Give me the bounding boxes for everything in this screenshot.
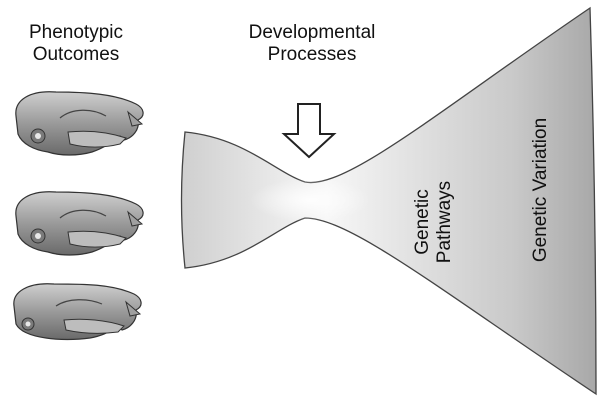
developmental-processes-label: Developmental Processes bbox=[222, 22, 402, 66]
genetic-pathways-line-1: Genetic bbox=[412, 189, 433, 254]
down-arrow-icon bbox=[281, 103, 337, 159]
phenotypic-outcomes-label: Phenotypic Outcomes bbox=[6, 22, 146, 66]
skull-middle bbox=[15, 191, 144, 256]
genetic-variation-label: Genetic Variation bbox=[530, 118, 551, 262]
phenotypic-line-1: Phenotypic bbox=[28, 22, 123, 43]
developmental-line-2: Processes bbox=[267, 44, 357, 65]
skull-bottom bbox=[13, 283, 142, 341]
skull-top bbox=[15, 91, 144, 156]
genetic-pathways-line-2: Pathways bbox=[434, 181, 455, 263]
developmental-line-1: Developmental bbox=[248, 22, 376, 43]
phenotypic-line-2: Outcomes bbox=[32, 44, 120, 65]
funnel-neck-highlight bbox=[250, 178, 370, 222]
